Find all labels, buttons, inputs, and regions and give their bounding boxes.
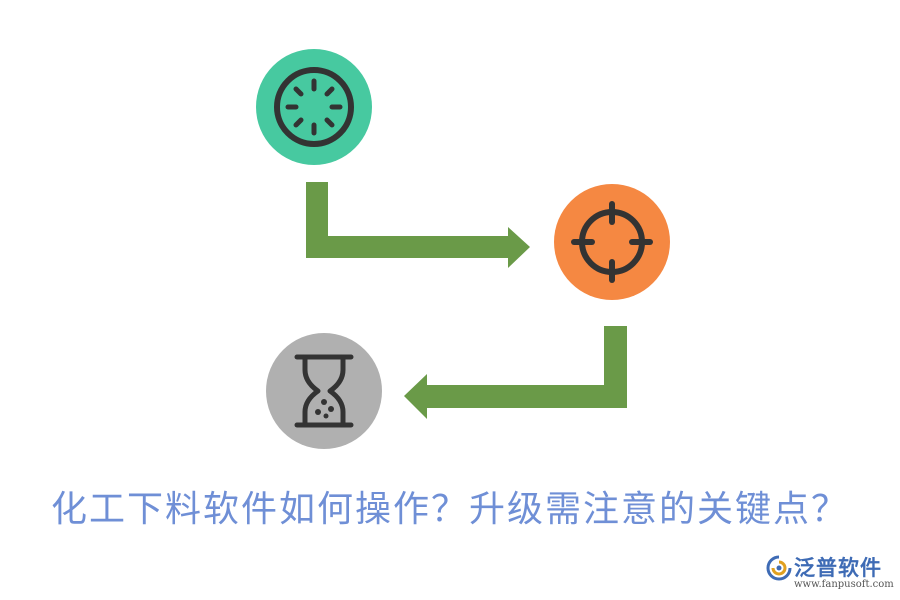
loading-spinner-icon — [274, 67, 354, 147]
brand-url: www.fanpusoft.com — [794, 579, 894, 590]
crosshair-icon — [571, 201, 653, 283]
node-wait — [266, 333, 382, 449]
hourglass-icon — [294, 354, 354, 428]
headline: 化工下料软件如何操作？升级需注意的关键点？ — [50, 489, 849, 530]
brand-swirl-icon — [766, 555, 792, 581]
arrow-orange-to-gray — [404, 326, 627, 419]
arrow-green-to-orange — [306, 182, 530, 268]
node-loading — [256, 49, 372, 165]
brand-name: 泛普软件 — [794, 556, 882, 580]
brand-logo[interactable]: 泛普软件 www.fanpusoft.com — [766, 552, 894, 596]
node-target — [554, 184, 670, 300]
